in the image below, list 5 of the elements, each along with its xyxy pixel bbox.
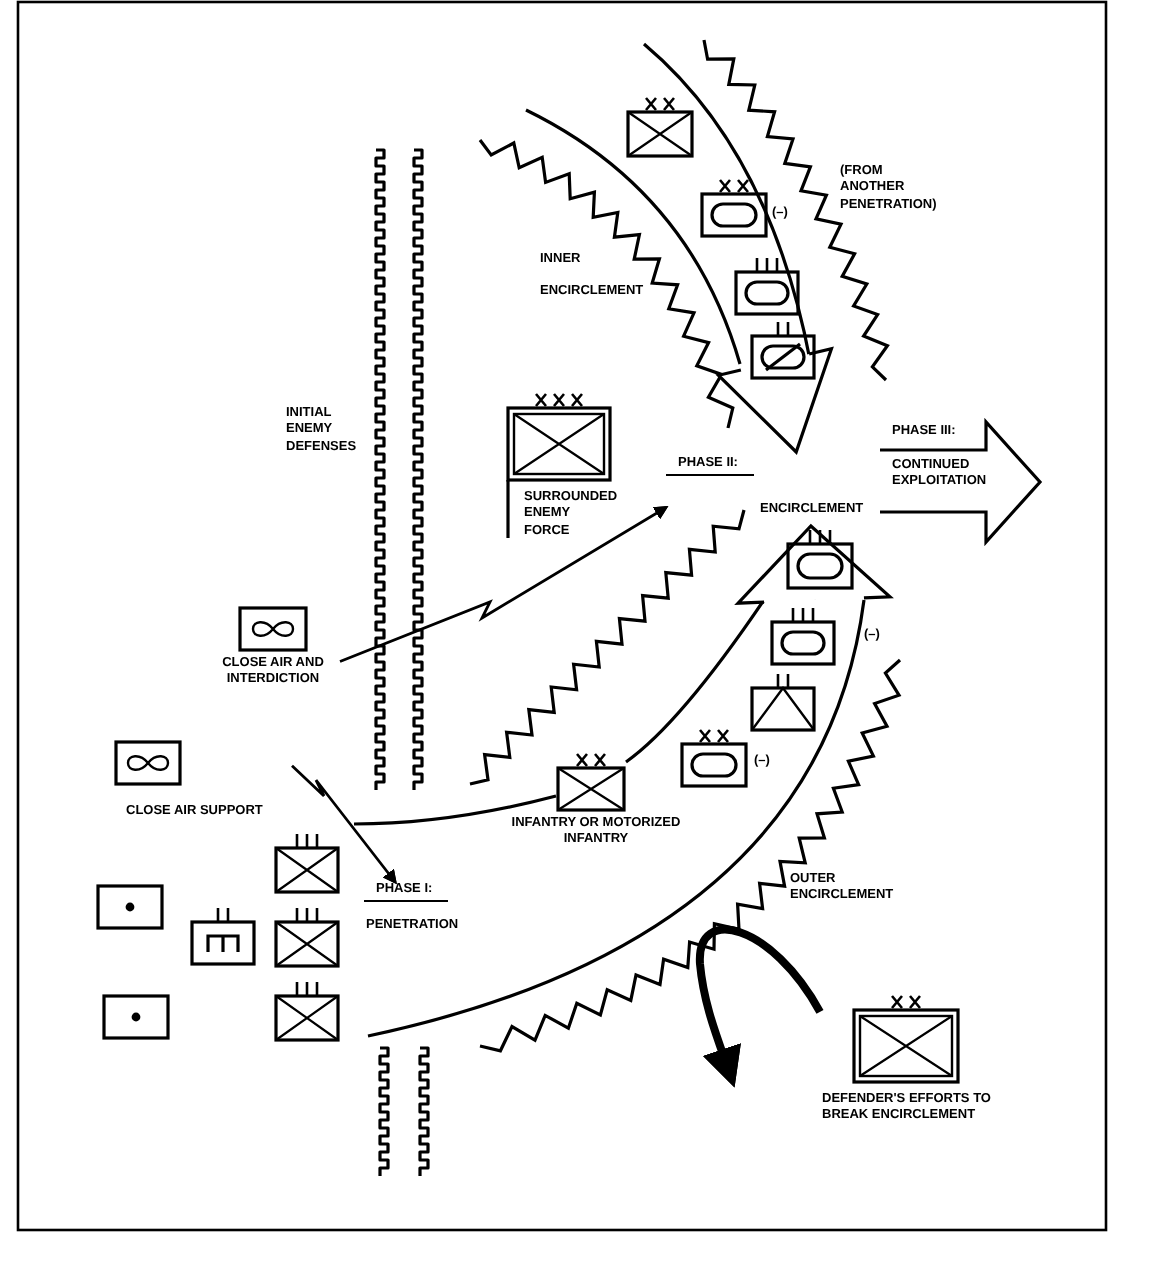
curved-arrow: [696, 925, 824, 1088]
lightning-arrow: [339, 506, 669, 663]
lightning-arrow: [291, 764, 397, 885]
hollow-arrow: [352, 524, 892, 1038]
hollow-arrow: [524, 42, 834, 454]
